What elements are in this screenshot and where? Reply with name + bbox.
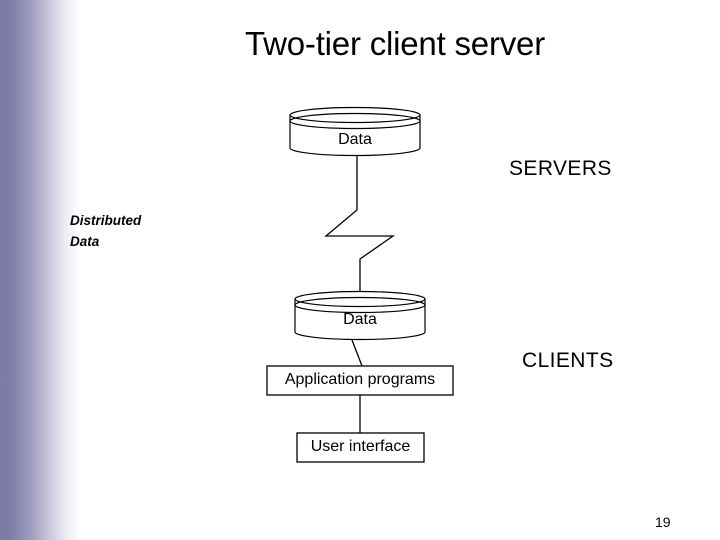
distributed-data-label-line2: Data [70, 234, 100, 249]
connector-data-to-app[interactable] [351, 339, 363, 367]
data-server-cylinder[interactable] [289, 106, 421, 157]
page-title: Two-tier client server [244, 25, 545, 62]
servers-tier-label: SERVERS [509, 157, 612, 180]
clients-tier-label: CLIENTS [522, 349, 614, 372]
user-interface-label: User interface [310, 438, 411, 455]
distributed-data-label-line1: Distributed [70, 213, 142, 228]
data-client-cylinder[interactable] [294, 290, 426, 341]
data-server-label: Data [338, 131, 372, 148]
data-client-label: Data [343, 311, 377, 328]
distributed-data-label: Distributed Data [70, 210, 141, 252]
application-programs-label: Application programs [284, 371, 436, 388]
slide-accent-band [0, 0, 80, 540]
user-interface-box[interactable] [296, 432, 425, 463]
page-number: 19 [655, 514, 671, 530]
distributed-data-connector[interactable] [324, 155, 396, 296]
